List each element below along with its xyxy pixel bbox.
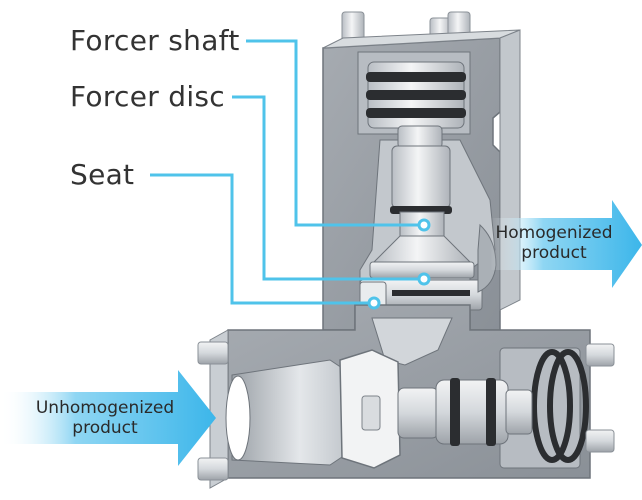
homogenized-product-label: Homogenized product bbox=[494, 223, 614, 263]
piston bbox=[366, 61, 466, 129]
plunger-rod bbox=[397, 387, 439, 439]
bolt bbox=[585, 343, 615, 367]
seat-leader bbox=[150, 173, 374, 305]
leader-dots bbox=[367, 218, 431, 310]
shaft-body bbox=[391, 145, 451, 209]
forcer-disc-leader bbox=[232, 95, 420, 281]
plunger-assembly bbox=[339, 349, 533, 469]
outlet-text-line-1: Homogenized bbox=[495, 223, 613, 243]
leader-lines bbox=[150, 39, 420, 305]
piston-seal bbox=[366, 90, 466, 100]
plunger-rod bbox=[435, 379, 509, 445]
forcer-shaft-dot bbox=[417, 218, 431, 232]
inlet-opening bbox=[225, 375, 251, 461]
forcer-shaft-label: Forcer shaft bbox=[70, 24, 240, 57]
rod-seal bbox=[450, 378, 460, 446]
forcer-shaft bbox=[390, 125, 452, 237]
shaft-collar bbox=[397, 125, 443, 149]
side-bolts bbox=[197, 341, 615, 481]
bolt bbox=[585, 429, 615, 453]
seat-label: Seat bbox=[70, 158, 135, 191]
bolt bbox=[197, 341, 229, 365]
bolt bbox=[197, 457, 229, 481]
outlet-text-line-2: product bbox=[521, 243, 587, 263]
inlet-text-line-2: product bbox=[72, 418, 138, 438]
inlet-text-line-1: Unhomogenized bbox=[35, 398, 175, 418]
forcer-disc-dot bbox=[417, 272, 431, 286]
seat-seal bbox=[392, 290, 470, 296]
piston-seal bbox=[366, 72, 466, 82]
rod-seal bbox=[486, 378, 496, 446]
piston-seal bbox=[366, 108, 466, 118]
plunger-seal bbox=[547, 349, 589, 463]
forcer-disc bbox=[369, 235, 475, 279]
unhomogenized-product-label: Unhomogenized product bbox=[30, 398, 180, 438]
nut-slot bbox=[361, 395, 381, 431]
plunger-seal bbox=[531, 349, 573, 463]
seat-dot bbox=[367, 296, 381, 310]
forcer-shaft-leader bbox=[246, 39, 420, 227]
rod-end bbox=[505, 389, 533, 435]
forcer-disc-label: Forcer disc bbox=[70, 80, 226, 113]
connecting-passage bbox=[371, 317, 453, 366]
inlet-arrow bbox=[0, 370, 216, 466]
outlet-arrow bbox=[490, 200, 642, 288]
